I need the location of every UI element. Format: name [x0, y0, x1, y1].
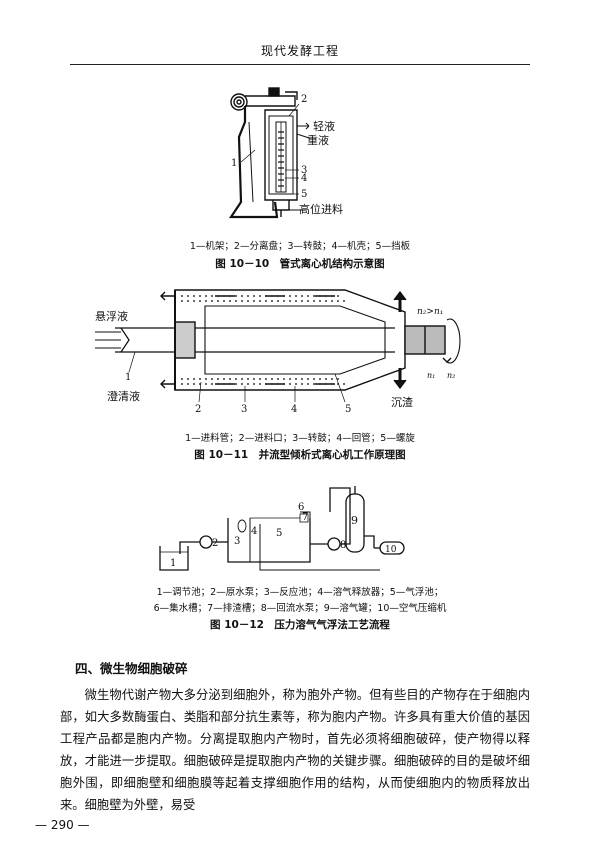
running-header: 现代发酵工程 — [260, 44, 339, 58]
outer-drum — [174, 289, 406, 391]
fig1012-label-1: 1 — [170, 558, 176, 569]
fig1012-label-3: 3 — [234, 536, 240, 547]
fig1011-label-1: 1 — [125, 372, 131, 383]
fig1011-label-2: 2 — [195, 404, 201, 415]
fig1010-label-4: 4 — [301, 173, 307, 184]
fig1012-legend-line1: 1—调节池；2—原水泵；3—反应池；4—溶气释放器；5—气浮池； — [156, 587, 444, 598]
fig1011-label-5: 5 — [345, 404, 351, 415]
fig1012-caption: 图 10－12 压力溶气气浮法工艺流程 — [210, 619, 390, 631]
figure-10-11-diagram: 悬浮液 澄清液 沉渣 n₂>n₁ n₁ n₂ 1 2 3 4 5 — [95, 289, 461, 415]
fig1010-high-feed-label: 高位进料 — [299, 202, 343, 216]
fig1011-clarified-label: 澄清液 — [107, 389, 140, 403]
fig1010-light-liquid-label: 轻液 — [313, 119, 335, 133]
figure-10-12-diagram: 1 2 3 4 5 6 7 8 9 10 — [159, 486, 405, 571]
fig1012-legend-line2: 6—集水槽；7—排渣槽；8—回流水泵；9—溶气罐；10—空气压缩机 — [153, 603, 447, 614]
fig1010-caption: 图 10－10 管式离心机结构示意图 — [215, 258, 385, 270]
fig1011-label-3: 3 — [241, 404, 247, 415]
fig1010-legend: 1—机架；2—分离盘；3—转鼓；4—机壳；5—挡板 — [189, 241, 411, 252]
fig1012-label-6: 6 — [298, 502, 304, 513]
fig1011-n1: n₁ — [427, 371, 435, 380]
fig1012-label-7: 7 — [302, 512, 308, 523]
fig1011-legend: 1—进料管；2—进料口；3—转鼓；4—回管；5—螺旋 — [185, 433, 415, 444]
body-paragraph: 微生物代谢产物大多分泌到细胞外，称为胞外产物。但有些目的产物存在于细胞内部，如大… — [60, 688, 530, 812]
body-text: 微生物代谢产物大多分泌到细胞外，称为胞外产物。但有些目的产物存在于细胞内部，如大… — [60, 684, 530, 816]
fig1010-label-1: 1 — [231, 158, 237, 169]
motor-coil — [230, 93, 248, 111]
fig1010-heavy-liquid-label: 重液 — [307, 133, 329, 147]
fig1010-label-3: 3 — [301, 165, 307, 176]
fig1012-label-8: 8 — [340, 540, 346, 551]
section-title: 四、微生物细胞破碎 — [75, 661, 188, 676]
fig1011-suspension-label: 悬浮液 — [95, 309, 128, 323]
figure-10-10-diagram: 1 2 3 4 5 轻液 重液 高位进料 — [228, 87, 343, 219]
fig1012-label-2: 2 — [212, 538, 218, 549]
fig1011-caption: 图 10－11 并流型倾析式离心机工作原理图 — [194, 449, 406, 461]
fig1010-label-5: 5 — [301, 189, 307, 200]
fig1012-label-4: 4 — [251, 526, 257, 537]
fig1012-label-5: 5 — [276, 528, 282, 539]
fig1012-label-9: 9 — [351, 514, 358, 527]
header-rule — [70, 64, 530, 65]
fig1011-speed-relation: n₂>n₁ — [417, 307, 443, 317]
fig1012-label-10: 10 — [385, 545, 397, 555]
fig1010-label-2: 2 — [301, 94, 307, 105]
fig1011-n2: n₂ — [447, 371, 455, 380]
fig1011-label-4: 4 — [291, 404, 297, 415]
page-number: — 290 — — [35, 818, 90, 832]
fig1011-sediment-label: 沉渣 — [391, 395, 413, 409]
